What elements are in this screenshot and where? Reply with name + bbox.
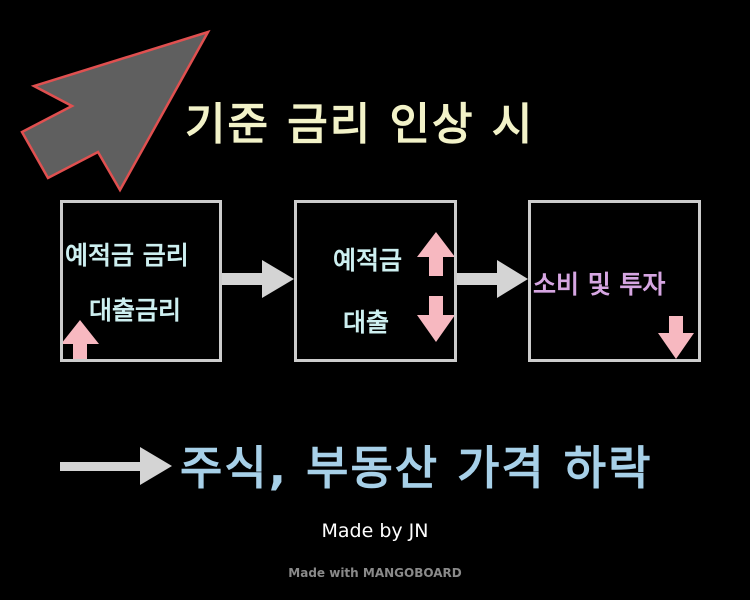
footer-watermark: Made with MANGOBOARD: [288, 566, 462, 580]
box-consumption: 소비 및 투자: [528, 200, 701, 362]
page-title: 기준 금리 인상 시: [185, 99, 535, 150]
credit-text: Made by JN: [321, 520, 429, 542]
up-arrow-icon-deposit: [417, 232, 455, 276]
down-arrow-icon-loan: [417, 296, 455, 342]
up-arrow-icon: [61, 320, 99, 360]
down-arrow-icon-consumption: [658, 316, 694, 359]
flow-arrow-1: [222, 260, 294, 298]
box-deposit-label: 예적금: [333, 246, 403, 275]
result-arrow: [60, 447, 172, 485]
box-loan-label: 대출: [343, 308, 390, 337]
box-rates-line2: 대출금리: [89, 296, 182, 325]
box-rates: 예적금 금리 대출금리: [60, 200, 222, 362]
cursor-arrow-icon: [20, 29, 211, 193]
box-rates-line1: 예적금 금리: [65, 241, 189, 270]
flow-arrow-2: [457, 260, 528, 298]
box-deposit-loan: 예적금 대출: [294, 200, 457, 362]
result-text: 주식, 부동산 가격 하락: [180, 441, 653, 495]
box-consumption-label: 소비 및 투자: [533, 270, 666, 299]
